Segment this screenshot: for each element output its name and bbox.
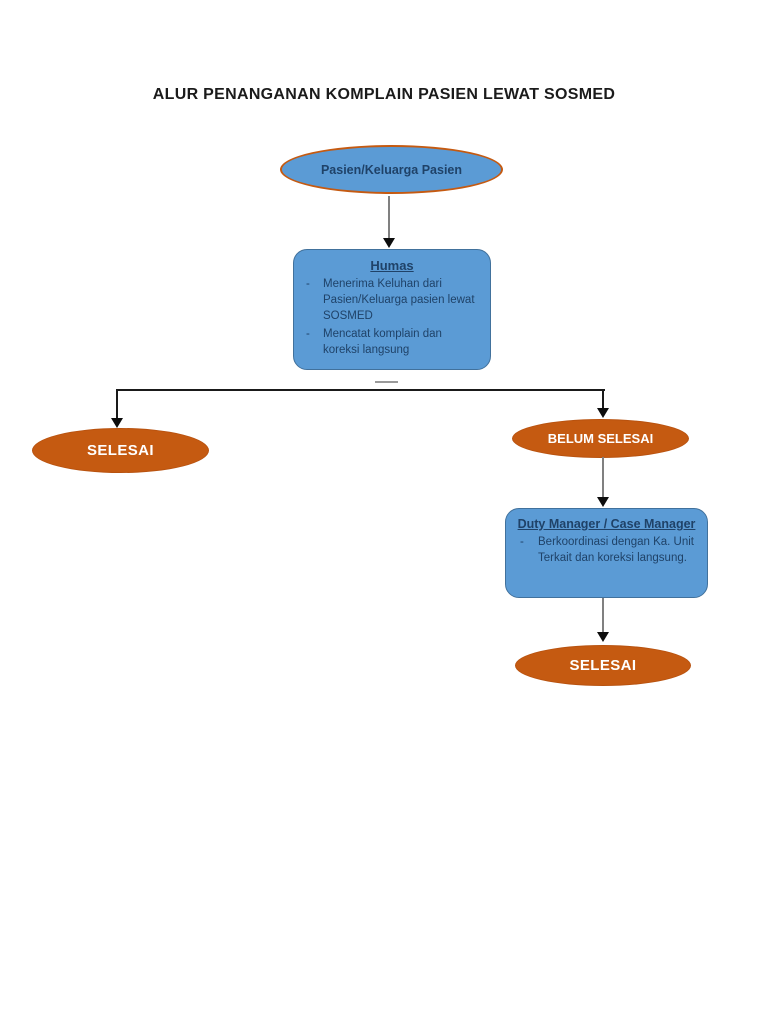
connector-start-to-humas bbox=[388, 196, 390, 238]
duty-manager-item-text: Berkoordinasi dengan Ka. Unit Terkait da… bbox=[538, 536, 694, 564]
start-node: Pasien/Keluarga Pasien bbox=[280, 145, 503, 194]
arrowhead-start-to-humas bbox=[383, 238, 395, 248]
humas-item-text: Mencatat komplain dan koreksi langsung bbox=[323, 328, 442, 356]
belum-selesai-node: BELUM SELESAI bbox=[512, 419, 689, 458]
page-title: ALUR PENANGANAN KOMPLAIN PASIEN LEWAT SO… bbox=[152, 86, 616, 103]
arrowhead-selesai-left bbox=[111, 418, 123, 428]
list-dash: - bbox=[306, 328, 310, 340]
list-dash: - bbox=[520, 536, 524, 548]
list-dash: - bbox=[306, 278, 310, 290]
selesai-final-label: SELESAI bbox=[569, 657, 637, 674]
branch-line bbox=[117, 389, 605, 391]
humas-item: - Mencatat komplain dan koreksi langsung bbox=[294, 326, 490, 358]
selesai-left-node: SELESAI bbox=[32, 428, 209, 473]
humas-item: - Menerima Keluhan dari Pasien/Keluarga … bbox=[294, 276, 490, 324]
start-node-label: Pasien/Keluarga Pasien bbox=[320, 162, 463, 177]
duty-manager-item: - Berkoordinasi dengan Ka. Unit Terkait … bbox=[506, 534, 707, 566]
duty-manager-node-title: Duty Manager / Case Manager bbox=[517, 517, 696, 531]
stray-dash-mark bbox=[375, 381, 398, 383]
belum-selesai-label: BELUM SELESAI bbox=[547, 431, 654, 446]
humas-node: Humas - Menerima Keluhan dari Pasien/Kel… bbox=[293, 249, 491, 370]
connector-belum-selesai-to-duty bbox=[602, 457, 604, 497]
humas-node-title: Humas bbox=[370, 258, 414, 273]
arrowhead-belum-selesai bbox=[597, 408, 609, 418]
connector-duty-to-selesai-final bbox=[602, 598, 604, 632]
arrowhead-duty bbox=[597, 497, 609, 507]
humas-item-text: Menerima Keluhan dari Pasien/Keluarga pa… bbox=[323, 278, 475, 322]
duty-manager-node: Duty Manager / Case Manager - Berkoordin… bbox=[505, 508, 708, 598]
connector-branch-to-selesai-left bbox=[116, 389, 118, 419]
selesai-final-node: SELESAI bbox=[515, 645, 691, 686]
connector-branch-to-belum-selesai bbox=[602, 389, 604, 410]
arrowhead-selesai-final bbox=[597, 632, 609, 642]
selesai-left-label: SELESAI bbox=[87, 442, 154, 459]
